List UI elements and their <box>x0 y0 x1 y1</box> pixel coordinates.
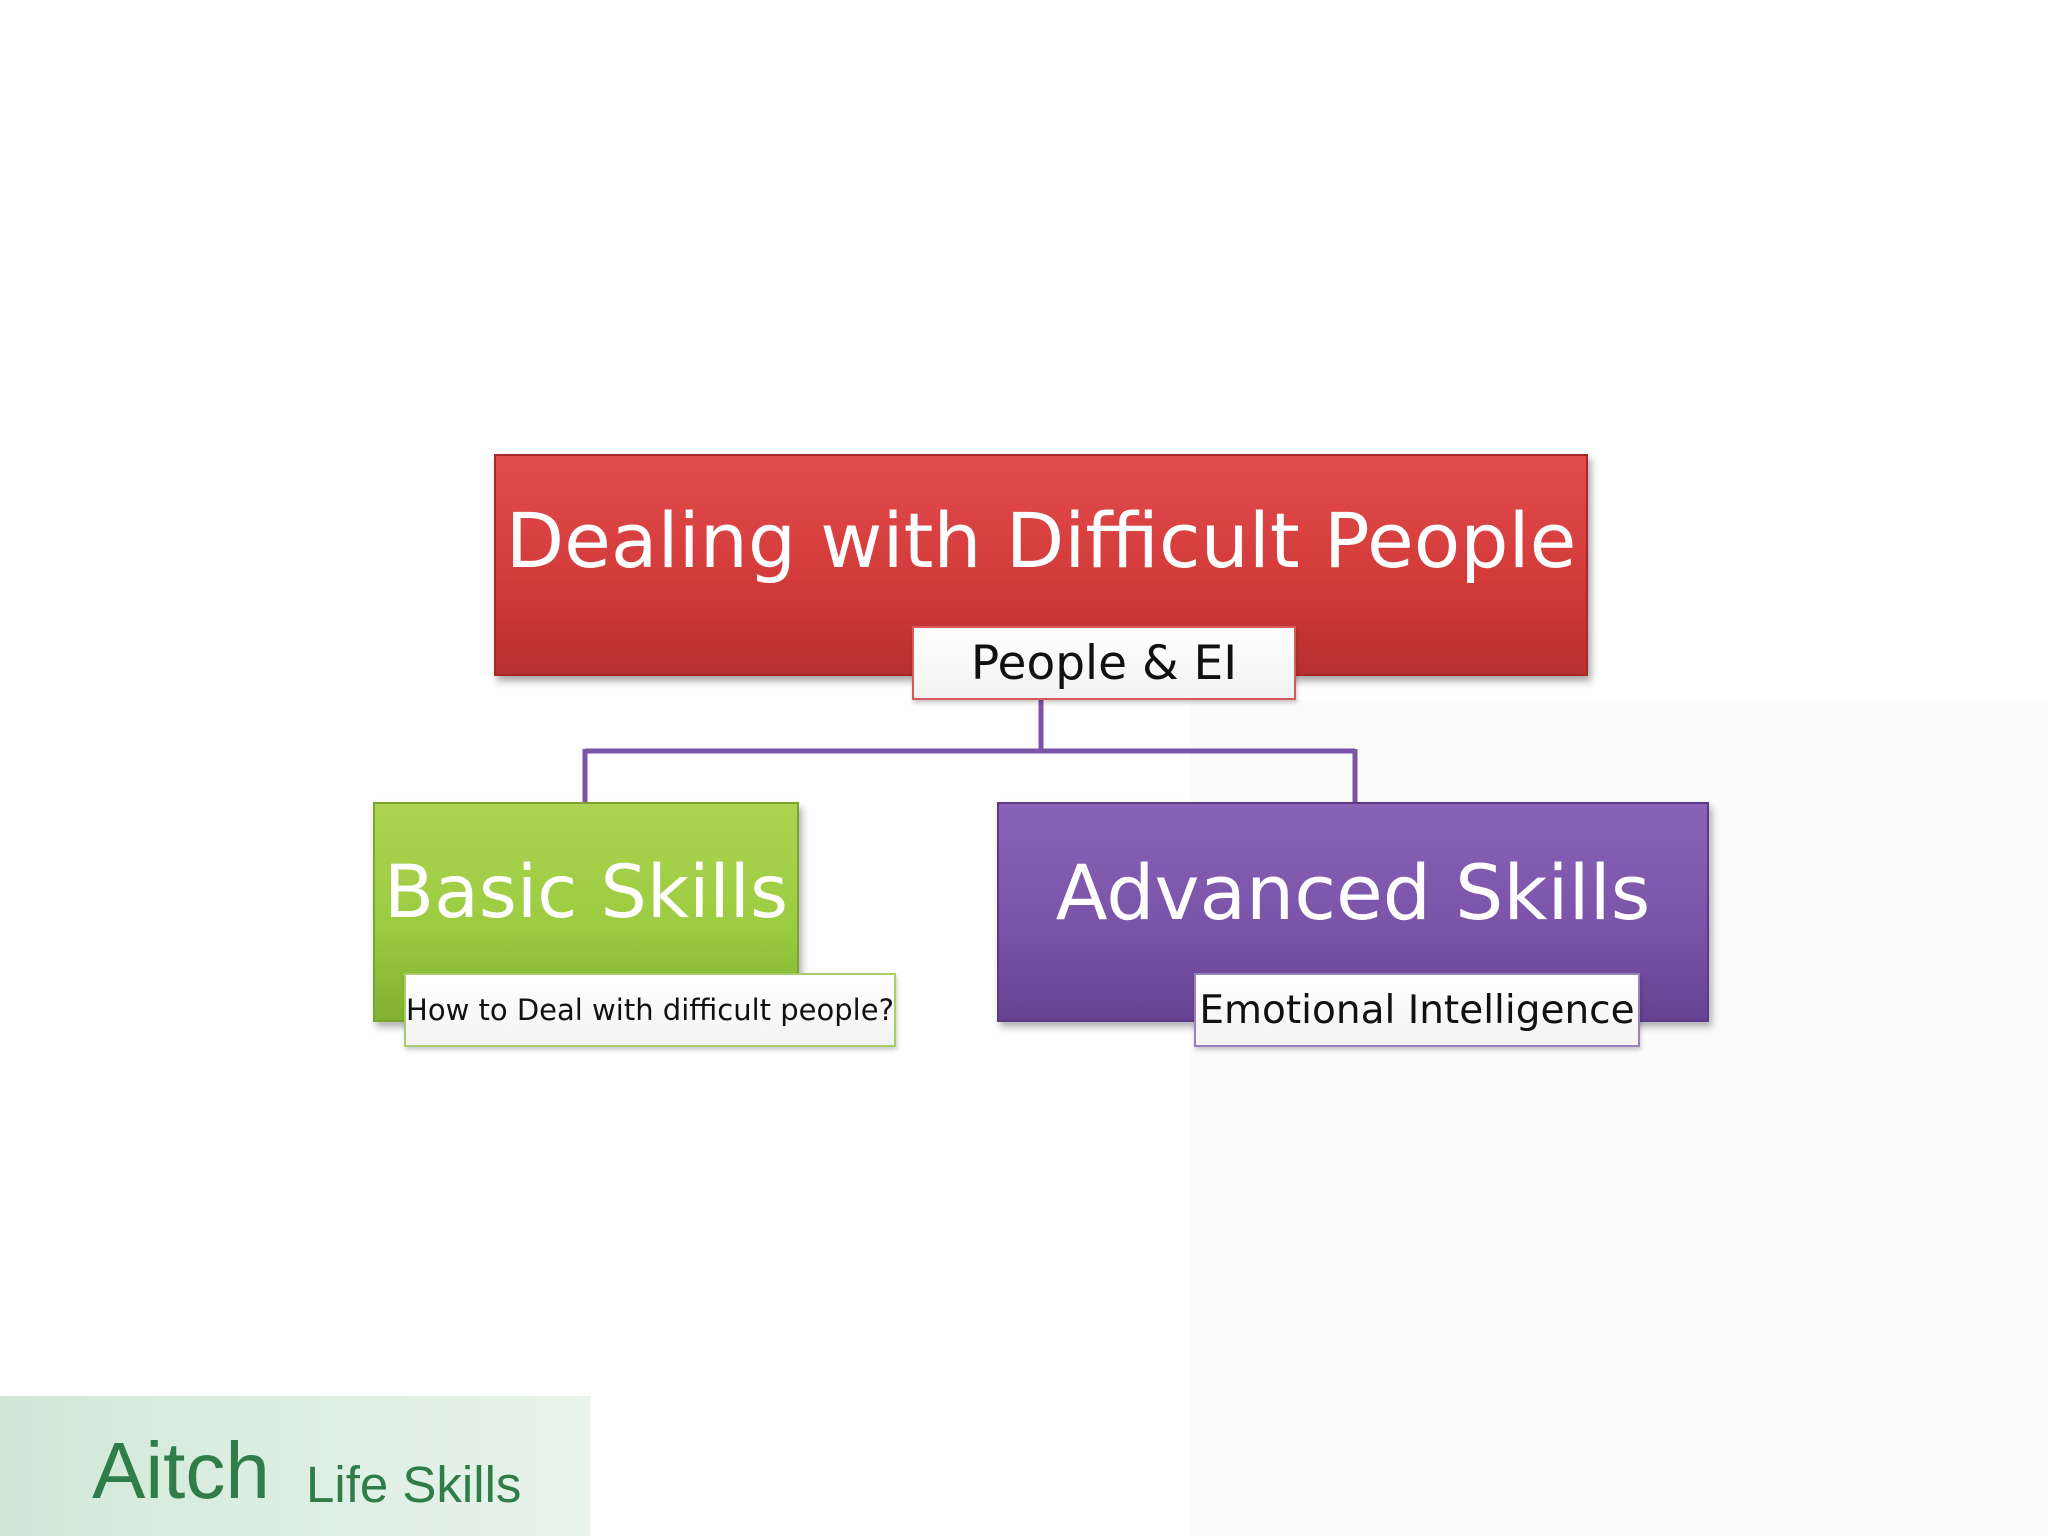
basic-skills-tag-label: How to Deal with difficult people? <box>406 993 894 1027</box>
basic-skills-title: Basic Skills <box>384 849 788 935</box>
main-topic-tag-label: People & EI <box>970 635 1238 691</box>
main-topic-tag: People & EI <box>912 626 1296 700</box>
basic-skills-tag: How to Deal with difficult people? <box>404 973 896 1047</box>
main-topic-title: Dealing with Difficult People <box>505 495 1577 585</box>
advanced-skills-tag: Emotional Intelligence <box>1194 973 1640 1047</box>
advanced-skills-tag-label: Emotional Intelligence <box>1199 987 1635 1033</box>
advanced-skills-title: Advanced Skills <box>1055 847 1651 937</box>
logo-band <box>0 1396 590 1536</box>
logo-tagline: Life Skills <box>306 1456 522 1513</box>
logo-brand: Aitch <box>92 1426 270 1515</box>
